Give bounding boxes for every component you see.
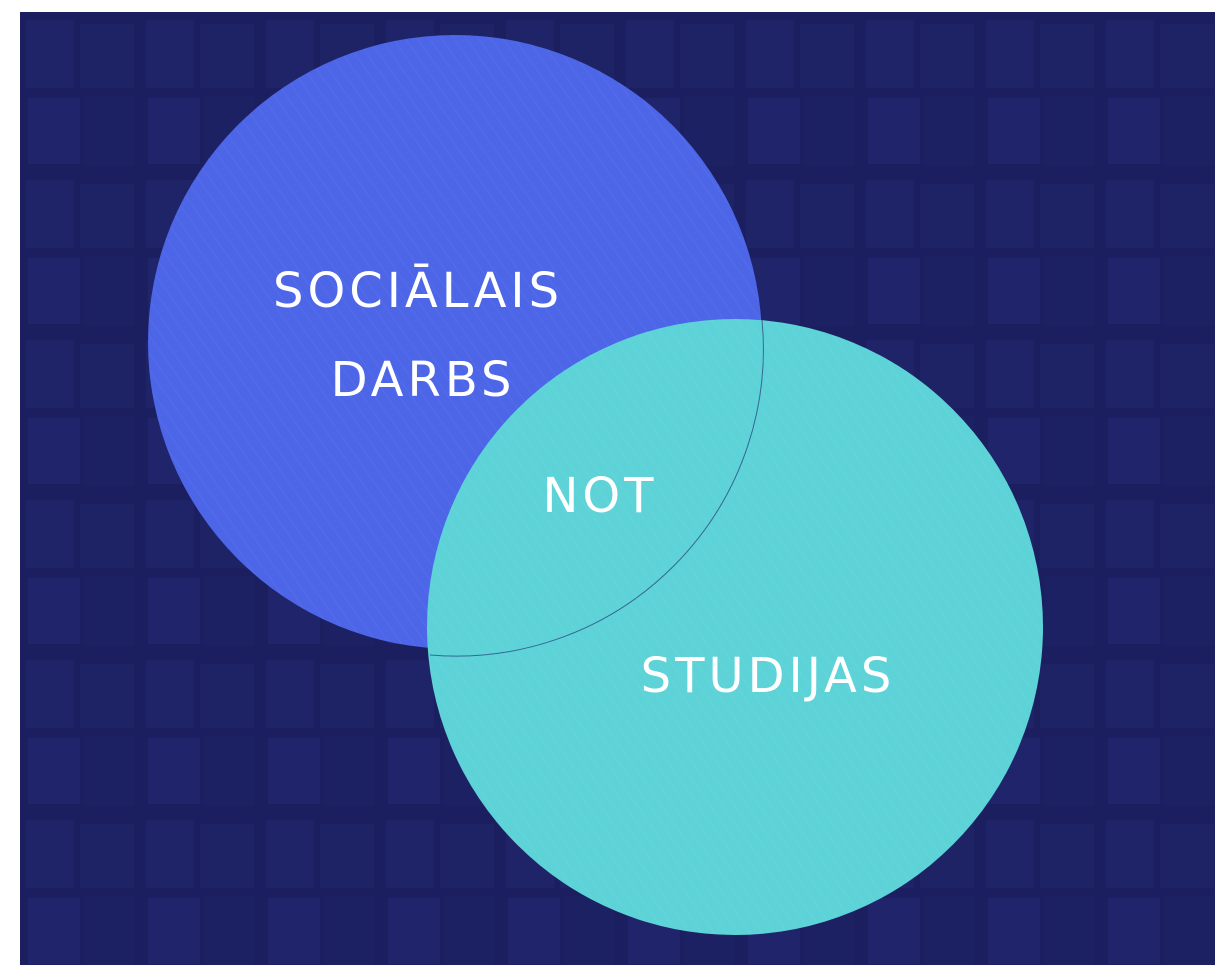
right-circle-texture	[427, 319, 1043, 935]
venn-svg: SOCIĀLAIS DARBS NOT STUDIJAS	[20, 12, 1215, 965]
overlap-outline	[429, 319, 764, 657]
venn-diagram: SOCIĀLAIS DARBS NOT STUDIJAS	[20, 12, 1215, 965]
right-label: STUDIJAS	[641, 648, 896, 704]
left-label-line1: SOCIĀLAIS	[273, 263, 563, 319]
left-label-line2: DARBS	[331, 352, 516, 408]
overlap-label: NOT	[542, 468, 657, 524]
